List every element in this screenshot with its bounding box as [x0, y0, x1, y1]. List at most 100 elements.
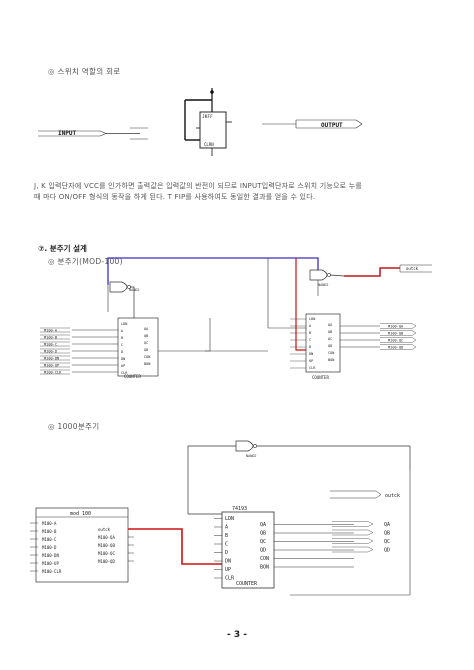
right-counter-output-label: QD	[328, 344, 332, 348]
mod100-output-label: M100-QD	[388, 346, 403, 350]
mod100-block	[35, 507, 129, 583]
mod100-output-label: M100-QC	[388, 339, 403, 343]
left-counter-label: COUNTER	[124, 374, 141, 379]
left-counter-pin-label: C	[121, 343, 123, 347]
counter-74193-output-label: CON	[260, 556, 269, 562]
mod100-input-pin: M100-A	[40, 327, 118, 333]
section1-caption: ◎ 스위치 역할의 회로	[48, 67, 121, 76]
mod100-block-output-label: M100-QC	[98, 551, 115, 556]
mod100-input-pin: M100-CLR	[40, 369, 118, 375]
right-counter-output-label: QB	[328, 330, 332, 334]
mod100-input-pin: M100-B	[40, 334, 118, 340]
div1000-output-label: QA	[384, 522, 390, 528]
right-counter-pin-label: C	[309, 338, 311, 342]
div1000-output-label: QC	[384, 539, 390, 545]
div1000-output-pin: QD	[332, 546, 390, 554]
page-number: - 3 -	[227, 630, 247, 640]
left-counter-pin-label: CLR	[121, 371, 128, 375]
mod100-input-label: M100-B	[44, 336, 57, 340]
outck-label: outck	[406, 266, 419, 271]
mod100-output-pin: M100-QA	[340, 323, 417, 329]
right-counter-output-label: QC	[328, 337, 332, 341]
counter-74193-pin-label: UP	[225, 567, 231, 573]
mod100-block-input-label: M100-UP	[42, 561, 59, 566]
counter-74193-output-label: QC	[260, 539, 266, 545]
left-nand-gate	[109, 281, 135, 318]
left-counter-pin-label: B	[121, 336, 123, 340]
right-counter-output-label: BON	[328, 358, 334, 362]
left-counter-pin-label: LDN	[121, 322, 127, 326]
counter-74193-block	[221, 511, 275, 589]
counter-74193-output-label: QA	[260, 522, 266, 528]
right-counter-pin-label: B	[309, 331, 311, 335]
outck-output-pin	[399, 264, 432, 273]
left-counter-output-label: QD	[144, 348, 148, 352]
div1000-output-label: QD	[384, 548, 390, 554]
div1000-outck-pin	[330, 490, 382, 499]
mod100-block-output-label: M100-QA	[98, 535, 115, 540]
paragraph-line-1: J, K 입력단자에 VCC를 인가하면 출력값은 입력값의 반전이 되므로 I…	[34, 182, 362, 190]
right-counter-pin-label: UP	[309, 359, 313, 363]
jkff-label: JKFF	[202, 114, 213, 120]
left-counter-block	[117, 317, 159, 377]
right-counter-pin-label: A	[309, 324, 312, 328]
div1000-outck-label: outck	[385, 493, 400, 499]
left-counter-pin-label: D	[121, 350, 123, 354]
right-counter-output-label: QA	[328, 323, 333, 327]
right-counter-pin-label: LDN	[309, 317, 315, 321]
section2-heading: ⑦. 분주기 설계	[38, 244, 87, 253]
mod100-block-output-label: M100-QD	[98, 559, 115, 564]
mod100-block-input-label: M100-C	[42, 537, 57, 542]
right-nand-label: NAND2	[318, 283, 329, 287]
counter-74193-pin-label: LDN	[225, 516, 234, 522]
counter-74193-pin-label: CLR	[225, 576, 235, 582]
right-counter-pin-label: D	[309, 345, 311, 349]
left-counter-pin-label: A	[121, 329, 124, 333]
counter-74193-output-label: QD	[260, 548, 266, 554]
left-counter-output-label: QA	[144, 327, 149, 331]
right-counter-pin-label: CLR	[309, 366, 316, 370]
counter-74193-pin-label: B	[225, 533, 228, 539]
mod100-input-pin: M100-DN	[40, 355, 118, 361]
mod100-output-label: M100-QA	[388, 325, 404, 329]
counter-74193-output-label: BON	[260, 565, 269, 571]
mod100-output-pin: M100-QD	[340, 344, 417, 350]
clrn-label: CLRN	[204, 142, 214, 147]
left-counter-output-label: BON	[144, 362, 150, 366]
paragraph-line-2: 때 마다 ON/OFF 형식의 동작을 하게 된다. T FIP를 사용하여도 …	[34, 193, 316, 201]
section3-caption: ◎ 1000분주기	[48, 422, 100, 431]
section2-caption: ◎ 분주기(MOD-100)	[48, 257, 123, 266]
left-counter-output-label: QC	[144, 341, 148, 345]
input-pin	[38, 130, 140, 137]
counter-74193-label: COUNTER	[236, 581, 258, 587]
input-label: INPUT	[58, 130, 76, 137]
div1000-output-label: QB	[384, 531, 390, 537]
mod100-output-pin: M100-QB	[340, 330, 417, 336]
div1000-output-pin: QA	[332, 521, 390, 528]
jkff-block	[184, 88, 232, 156]
mod100-input-pin: M100-D	[40, 348, 118, 354]
mod100-block-input-label: M100-CLR	[42, 569, 62, 574]
mod100-block-output-label: outck	[98, 527, 111, 532]
left-counter-output-label: CON	[144, 355, 150, 359]
output-label: OUTPUT	[321, 122, 343, 129]
mod100-input-pin: M100-UP	[40, 362, 118, 368]
div1000-nand-label: NAND2	[246, 454, 257, 458]
left-counter-output-label: QB	[144, 334, 148, 338]
mod100-input-label: M100-UP	[44, 364, 59, 368]
counter-74193-pin-label: C	[225, 542, 228, 548]
right-counter-output-label: CON	[328, 351, 334, 355]
mod100-input-label: M100-C	[44, 343, 57, 347]
mod100-block-input-label: M100-D	[42, 545, 57, 550]
counter-74193-pin-label: D	[225, 550, 228, 556]
right-nand-gate	[309, 269, 345, 281]
mod100-input-label: M100-D	[44, 350, 57, 354]
mod100-output-label: M100-QB	[388, 332, 403, 336]
div1000-output-pin: QB	[332, 529, 390, 537]
mod100-block-input-label: M100-B	[42, 529, 57, 534]
mod100-block-input-label: M100-A	[42, 521, 57, 526]
